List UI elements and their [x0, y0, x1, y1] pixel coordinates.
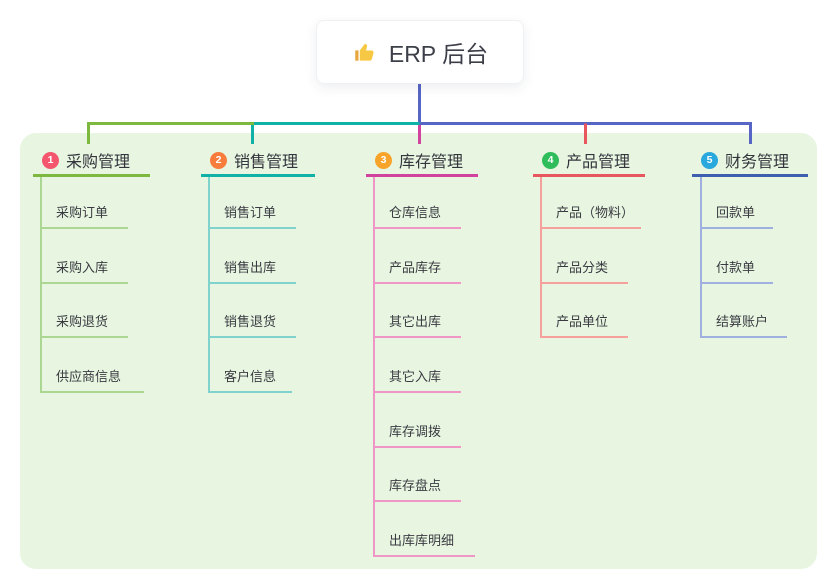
thumbs-up-icon — [352, 39, 378, 65]
child-label: 采购订单 — [56, 205, 109, 220]
child-label: 销售出库 — [224, 260, 277, 275]
child-label: 产品库存 — [389, 260, 442, 275]
child-node[interactable]: 回款单 — [700, 201, 773, 229]
child-label: 库存调拨 — [389, 424, 442, 439]
child-node[interactable]: 销售出库 — [208, 256, 296, 284]
child-node[interactable]: 仓库信息 — [373, 201, 461, 229]
child-label: 销售订单 — [224, 205, 277, 220]
branch-node-product[interactable]: 4 产品管理 — [533, 146, 645, 177]
branch-trunk-line — [373, 177, 375, 557]
child-node[interactable]: 产品（物料） — [540, 201, 641, 229]
branch-number-badge: 3 — [375, 151, 392, 169]
child-label: 客户信息 — [224, 369, 277, 384]
branch-label: 销售管理 — [234, 154, 299, 171]
root-node-label: ERP 后台 — [388, 41, 489, 67]
branch-trunk-line — [700, 177, 702, 338]
child-label: 采购入库 — [56, 260, 109, 275]
child-label: 产品（物料） — [556, 205, 635, 220]
child-node[interactable]: 采购入库 — [40, 256, 128, 284]
branch-trunk-line — [40, 177, 42, 393]
branch-label: 采购管理 — [66, 154, 131, 171]
branch-number-badge: 5 — [701, 151, 718, 169]
child-label: 付款单 — [716, 260, 756, 275]
child-node[interactable]: 库存盘点 — [373, 474, 461, 502]
child-label: 回款单 — [716, 205, 756, 220]
child-node[interactable]: 销售退货 — [208, 310, 296, 338]
child-node[interactable]: 客户信息 — [208, 365, 292, 393]
child-node[interactable]: 采购退货 — [40, 310, 128, 338]
child-label: 仓库信息 — [389, 205, 442, 220]
child-node[interactable]: 付款单 — [700, 256, 773, 284]
branch-node-purchase[interactable]: 1 采购管理 — [33, 146, 150, 177]
branch-node-finance[interactable]: 5 财务管理 — [692, 146, 808, 177]
branch-trunk-line — [540, 177, 542, 338]
child-label: 库存盘点 — [389, 478, 442, 493]
branch-node-sales[interactable]: 2 销售管理 — [201, 146, 315, 177]
child-label: 产品分类 — [556, 260, 609, 275]
child-node[interactable]: 采购订单 — [40, 201, 128, 229]
branch-trunk-line — [208, 177, 210, 393]
child-label: 销售退货 — [224, 314, 277, 329]
branch-label: 库存管理 — [399, 154, 464, 171]
branch-number-badge: 4 — [542, 151, 559, 169]
child-label: 其它出库 — [389, 314, 442, 329]
canvas-panel — [20, 133, 817, 569]
child-node[interactable]: 销售订单 — [208, 201, 296, 229]
branch-node-inventory[interactable]: 3 库存管理 — [366, 146, 478, 177]
child-node[interactable]: 出库库明细 — [373, 529, 475, 557]
root-node[interactable]: ERP 后台 — [316, 20, 524, 84]
child-node[interactable]: 结算账户 — [700, 310, 787, 338]
child-node[interactable]: 库存调拨 — [373, 420, 461, 448]
child-label: 结算账户 — [716, 314, 769, 329]
child-node[interactable]: 产品单位 — [540, 310, 628, 338]
child-node[interactable]: 产品库存 — [373, 256, 461, 284]
child-node[interactable]: 其它出库 — [373, 310, 461, 338]
child-node[interactable]: 供应商信息 — [40, 365, 144, 393]
child-label: 出库库明细 — [389, 533, 455, 548]
child-label: 产品单位 — [556, 314, 609, 329]
child-label: 采购退货 — [56, 314, 109, 329]
child-label: 供应商信息 — [56, 369, 122, 384]
branch-label: 财务管理 — [725, 154, 790, 171]
child-node[interactable]: 其它入库 — [373, 365, 461, 393]
branch-number-badge: 1 — [42, 151, 59, 169]
child-label: 其它入库 — [389, 369, 442, 384]
branch-number-badge: 2 — [210, 151, 227, 169]
child-node[interactable]: 产品分类 — [540, 256, 628, 284]
branch-label: 产品管理 — [566, 154, 631, 171]
